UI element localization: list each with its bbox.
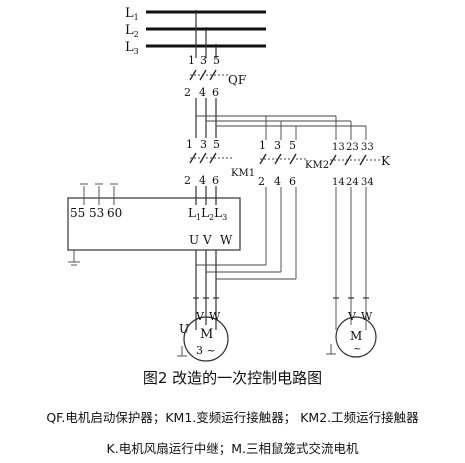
svg-text:13: 13 <box>332 142 345 153</box>
motor2-v: V <box>347 310 357 323</box>
svg-text:2: 2 <box>258 175 265 188</box>
motor1-phase: 3 ~ <box>196 344 216 357</box>
km1-contactor: 1 3 5 KM1 2 4 6 <box>184 138 255 187</box>
svg-text:53: 53 <box>89 206 104 220</box>
km2-output-wires <box>196 187 297 280</box>
bus-label-l1: L1 <box>125 6 139 22</box>
protector-box: 55 53 60 L1L2L3 U V W <box>67 183 241 266</box>
svg-text:W: W <box>220 233 233 247</box>
bus-label-l3: L3 <box>125 40 139 56</box>
svg-text:3: 3 <box>200 138 207 151</box>
motor1-v: V <box>195 310 205 323</box>
svg-text:5: 5 <box>289 139 296 152</box>
svg-text:1: 1 <box>186 138 193 151</box>
svg-text:23: 23 <box>346 142 359 153</box>
figure-legend-line-1: QF.电机启动保护器；KM1.变频运行接触器； KM2.工频运行接触器 <box>46 410 419 425</box>
svg-text:3: 3 <box>200 54 207 67</box>
km1-label: KM1 <box>231 168 255 179</box>
svg-text:14: 14 <box>332 177 345 188</box>
svg-text:4: 4 <box>274 175 281 188</box>
svg-text:L1L2L3: L1L2L3 <box>188 206 227 222</box>
svg-text:3: 3 <box>274 139 281 152</box>
k-output-wires <box>335 187 367 298</box>
bus-label-l2: L2 <box>125 23 139 39</box>
motor2-w: W <box>361 310 373 323</box>
svg-text:4: 4 <box>199 86 206 99</box>
svg-text:33: 33 <box>361 142 374 153</box>
svg-text:5: 5 <box>213 138 220 151</box>
motor-1: U V W M 3 ~ <box>177 297 229 362</box>
km2-label: KM2 <box>305 160 329 171</box>
figure-legend-line-2: K.电机风扇运行中继；M.三相鼠笼式交流电机 <box>106 441 359 456</box>
svg-text:U: U <box>189 233 199 247</box>
qf-breaker: 1 3 5 QF 2 4 6 <box>184 54 246 99</box>
km2-contactor: 1 3 5 KM2 2 4 6 <box>258 139 329 188</box>
svg-text:55: 55 <box>70 206 85 220</box>
svg-text:4: 4 <box>199 174 206 187</box>
svg-text:V: V <box>202 233 212 247</box>
bus-to-qf-wires <box>195 12 217 58</box>
svg-text:2: 2 <box>184 174 191 187</box>
svg-text:6: 6 <box>212 174 219 187</box>
motor2-phase: ~ <box>353 344 361 355</box>
figure-caption-title: 图2 改造的一次控制电路图 <box>142 369 323 387</box>
svg-text:5: 5 <box>213 54 220 67</box>
k-relay: 13 23 33 K 14 24 34 <box>329 142 391 188</box>
svg-text:6: 6 <box>289 175 296 188</box>
qf-label: QF <box>228 73 246 87</box>
svg-text:1: 1 <box>259 139 266 152</box>
k-label: K <box>381 154 391 168</box>
motor1-w: W <box>209 310 221 323</box>
svg-text:60: 60 <box>107 206 122 220</box>
circuit-diagram: L1 L2 L3 1 3 5 QF 2 4 6 <box>67 6 391 362</box>
motor1-m: M <box>200 327 213 342</box>
motor2-m: M <box>350 329 362 343</box>
svg-text:24: 24 <box>346 177 359 188</box>
qf-to-km1-wires <box>195 98 217 138</box>
svg-text:6: 6 <box>212 86 219 99</box>
motor-2: V W M ~ <box>326 297 377 358</box>
svg-text:1: 1 <box>188 54 195 67</box>
svg-text:34: 34 <box>361 177 374 188</box>
motor1-feed-wires <box>195 186 217 298</box>
svg-text:2: 2 <box>184 86 191 99</box>
branch-feeds <box>196 115 367 140</box>
motor1-u: U <box>179 322 189 336</box>
